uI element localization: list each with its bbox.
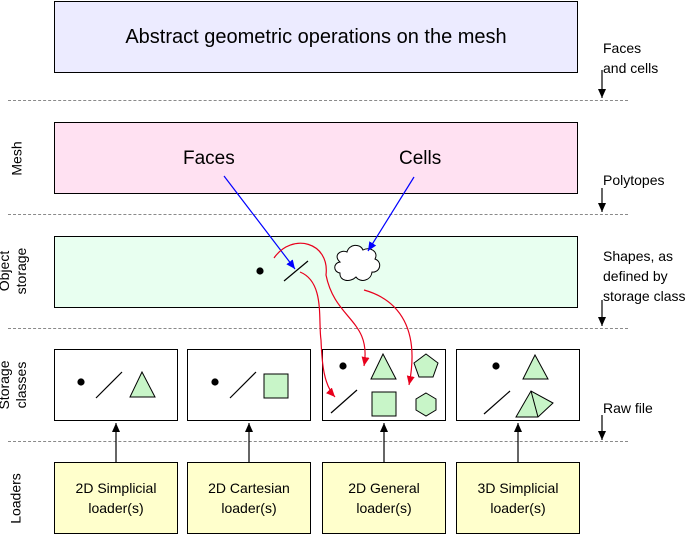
- object-storage-box: [54, 236, 578, 308]
- shapes-line2: defined by: [603, 268, 668, 284]
- layer-separator: [8, 100, 628, 101]
- layer-label-object-storage: Object storage: [0, 236, 30, 306]
- layer-separator: [8, 441, 628, 442]
- raw-file-text: Raw file: [603, 400, 653, 416]
- faces-cells-line2: and cells: [603, 60, 659, 76]
- shapes-line1: Shapes, as: [603, 248, 674, 264]
- label-shapes: Shapes, as defined by storage class: [603, 246, 685, 306]
- abstract-operations-box: Abstract geometric operations on the mes…: [54, 1, 578, 73]
- layer-label-mesh: Mesh: [9, 129, 26, 189]
- loader-line2: loader(s): [356, 500, 412, 516]
- object-storage-line2: storage: [13, 247, 29, 295]
- mesh-box: [54, 122, 578, 194]
- layer-separator: [8, 328, 628, 329]
- loader-line2: loader(s): [490, 500, 546, 516]
- mesh-layer-text: Mesh: [8, 141, 25, 176]
- faces-label: Faces: [183, 148, 235, 169]
- loader-line1: 2D Cartesian: [208, 480, 290, 496]
- storage-class-3d-simplicial: [456, 349, 580, 421]
- cells-label: Cells: [399, 148, 442, 169]
- faces-cells-line1: Faces: [603, 40, 642, 56]
- storage-class-2d-simplicial: [54, 349, 178, 421]
- loader-3d-simplicial: 3D Simplicial loader(s): [456, 462, 580, 534]
- loader-2d-cartesian: 2D Cartesian loader(s): [187, 462, 311, 534]
- shapes-line3: storage class: [603, 288, 686, 304]
- storage-classes-line1: Storage: [0, 360, 12, 410]
- polytopes-text: Polytopes: [603, 172, 665, 188]
- loader-2d-general: 2D General loader(s): [322, 462, 446, 534]
- layer-label-loaders: Loaders: [8, 464, 25, 534]
- storage-class-2d-general: [322, 349, 446, 421]
- loader-line2: loader(s): [88, 500, 144, 516]
- layer-label-storage-classes: Storage classes: [0, 350, 30, 420]
- loader-line1: 2D Simplicial: [75, 480, 157, 496]
- loaders-layer-text: Loaders: [7, 473, 24, 524]
- label-raw-file: Raw file: [603, 398, 653, 418]
- layer-separator: [8, 214, 628, 215]
- storage-class-2d-cartesian: [187, 349, 311, 421]
- object-storage-line1: Object: [0, 250, 12, 292]
- label-polytopes: Polytopes: [603, 170, 664, 190]
- label-faces-and-cells: Faces and cells: [603, 38, 658, 78]
- abstract-operations-title: Abstract geometric operations on the mes…: [125, 25, 507, 48]
- loader-2d-simplicial: 2D Simplicial loader(s): [54, 462, 178, 534]
- loader-line1: 2D General: [348, 480, 420, 496]
- storage-classes-line2: classes: [13, 361, 29, 409]
- loader-line1: 3D Simplicial: [477, 480, 559, 496]
- loader-line2: loader(s): [221, 500, 277, 516]
